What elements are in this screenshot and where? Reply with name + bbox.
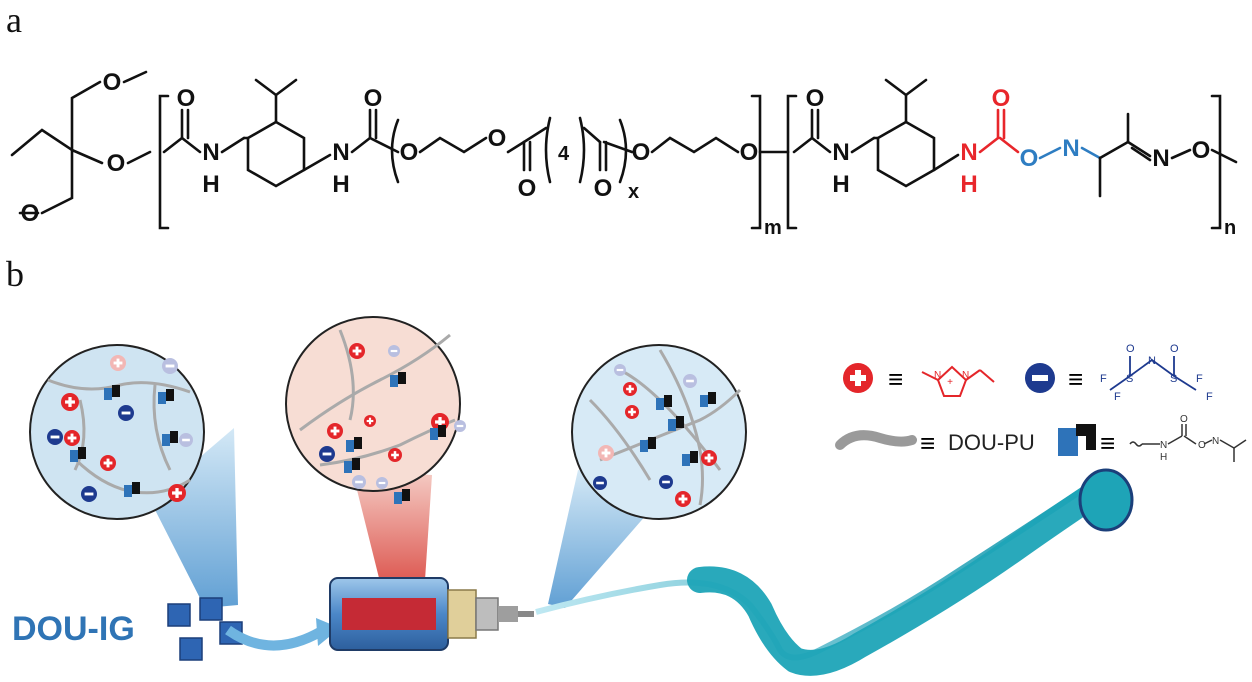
anion-f1: F bbox=[1100, 373, 1107, 385]
bond-n2: N bbox=[1212, 436, 1219, 447]
atom-o-ester-2: O bbox=[594, 175, 613, 202]
crosslink-symbol bbox=[656, 398, 664, 410]
subscript-m: m bbox=[764, 217, 782, 239]
crosslink-symbol bbox=[158, 392, 166, 404]
crosslink-symbol bbox=[124, 485, 132, 497]
subscript-x: x bbox=[628, 181, 639, 203]
atom-o-bottom: O bbox=[21, 200, 40, 227]
anion-f4: F bbox=[1206, 391, 1213, 403]
anion-n: N bbox=[1148, 355, 1156, 367]
atom-h-red: H bbox=[960, 171, 977, 198]
atom-o-red: O bbox=[992, 85, 1011, 112]
atom-o-carbonyl-2: O bbox=[364, 85, 383, 112]
atom-o-blue: O bbox=[1020, 145, 1039, 172]
legend-equiv-polymer: ≡ bbox=[920, 428, 935, 458]
legend-polymer-label: DOU-PU bbox=[948, 430, 1035, 455]
atom-n-oxime-2: N bbox=[1152, 145, 1169, 172]
bond-n: N bbox=[1160, 440, 1167, 451]
crosslink-symbol bbox=[344, 461, 352, 473]
process-arrow bbox=[225, 625, 323, 651]
atom-o-carbonyl-3: O bbox=[806, 85, 825, 112]
atom-o-peg-4: O bbox=[740, 139, 759, 166]
atom-h-2: H bbox=[332, 171, 349, 198]
crosslink-symbol bbox=[640, 440, 648, 452]
bond-h: H bbox=[1160, 452, 1167, 463]
atom-h-1: H bbox=[202, 171, 219, 198]
legend-equiv-anion: ≡ bbox=[1068, 364, 1083, 394]
crosslink-symbol bbox=[390, 375, 398, 387]
crosslink-symbol bbox=[682, 454, 690, 466]
anion-s1: S bbox=[1126, 373, 1133, 385]
chemical-structure: O O O O N H N H O O O O O O O O N H N H … bbox=[10, 69, 1238, 239]
ion-symbols bbox=[47, 343, 717, 507]
anion-s2: S bbox=[1170, 373, 1177, 385]
atom-o-peg-1: O bbox=[400, 139, 419, 166]
atom-o-top: O bbox=[103, 69, 122, 96]
crosslink-symbol bbox=[668, 419, 676, 431]
panel-label-a: a bbox=[6, 0, 22, 40]
crosslink-symbol bbox=[70, 450, 78, 462]
gel-label: DOU-IG bbox=[12, 610, 135, 648]
atom-o-oxime-2: O bbox=[1192, 137, 1211, 164]
crosslink-symbol bbox=[430, 428, 438, 440]
subscript-4: 4 bbox=[558, 143, 570, 165]
subscript-n: n bbox=[1224, 217, 1236, 239]
syringe bbox=[329, 577, 534, 651]
atom-o-peg-3: O bbox=[632, 139, 651, 166]
legend-equiv-bond: ≡ bbox=[1100, 428, 1115, 458]
magnified-view-extrusion bbox=[285, 316, 461, 492]
crosslink-symbol bbox=[700, 395, 708, 407]
atom-n-blue: N bbox=[1062, 135, 1079, 162]
zoom-cone-left bbox=[150, 428, 238, 608]
atom-o-core: O bbox=[107, 150, 126, 177]
dynamic-bond-icon bbox=[1058, 428, 1078, 456]
zoom-cone-middle bbox=[352, 470, 432, 582]
atom-n-red: N bbox=[960, 139, 977, 166]
anion-o1: O bbox=[1126, 343, 1135, 355]
crosslink-symbol bbox=[346, 440, 354, 452]
panel-label-b: b bbox=[6, 254, 24, 294]
cation-plus: + bbox=[947, 377, 953, 388]
anion-f3: F bbox=[1196, 373, 1203, 385]
anion-o2: O bbox=[1170, 343, 1179, 355]
legend-equiv-cation: ≡ bbox=[888, 364, 903, 394]
atom-o-peg-2: O bbox=[488, 125, 507, 152]
atom-n-3: N bbox=[832, 139, 849, 166]
bond-o-carbonyl: O bbox=[1180, 414, 1188, 425]
crosslink-symbol bbox=[162, 434, 170, 446]
legend: ≡ + N N ≡ S S N F bbox=[835, 343, 1247, 463]
atom-n-2: N bbox=[332, 139, 349, 166]
polymer-chain-icon bbox=[835, 430, 917, 450]
anion-f2: F bbox=[1114, 391, 1121, 403]
crosslink-symbol bbox=[394, 492, 402, 504]
atom-n-1: N bbox=[202, 139, 219, 166]
bond-o: O bbox=[1198, 440, 1206, 451]
cation-n1: N bbox=[934, 370, 941, 381]
atom-o-carbonyl-1: O bbox=[177, 85, 196, 112]
atom-h-3: H bbox=[832, 171, 849, 198]
magnified-view-fiber bbox=[571, 344, 747, 520]
cation-n2: N bbox=[962, 370, 969, 381]
atom-o-ester-1: O bbox=[518, 175, 537, 202]
crosslink-symbol bbox=[104, 388, 112, 400]
